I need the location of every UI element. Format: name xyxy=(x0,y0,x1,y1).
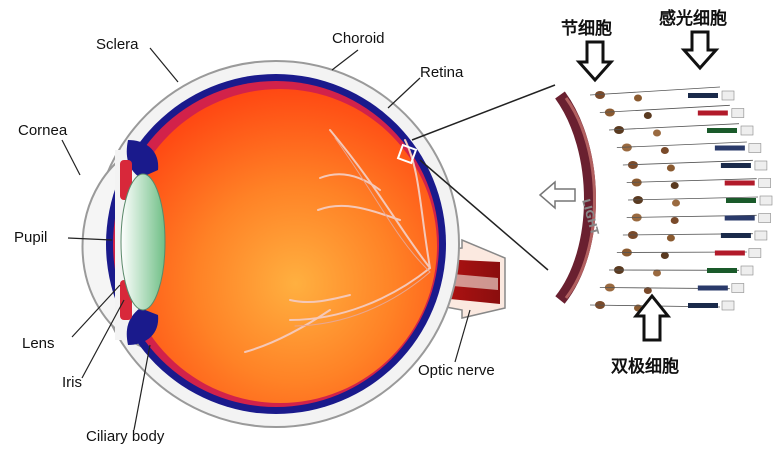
label-optic-nerve: Optic nerve xyxy=(418,362,495,379)
label-iris: Iris xyxy=(62,374,82,391)
label-ciliary-body: Ciliary body xyxy=(86,428,164,445)
ganglion-arrow-icon xyxy=(579,42,611,80)
label-retina: Retina xyxy=(420,64,463,81)
label-bipolar-cell: 双极细胞 xyxy=(611,352,679,377)
label-sclera: Sclera xyxy=(96,36,139,53)
label-lens: Lens xyxy=(22,335,55,352)
label-pupil: Pupil xyxy=(14,229,47,246)
label-cornea: Cornea xyxy=(18,122,67,139)
label-ganglion-cell: 节细胞 xyxy=(561,14,612,39)
label-photoreceptor-cell: 感光细胞 xyxy=(659,4,727,29)
lens-shape xyxy=(121,174,165,310)
eyeball-interior xyxy=(123,89,437,403)
retina-inset xyxy=(560,40,772,320)
label-choroid: Choroid xyxy=(332,30,385,47)
